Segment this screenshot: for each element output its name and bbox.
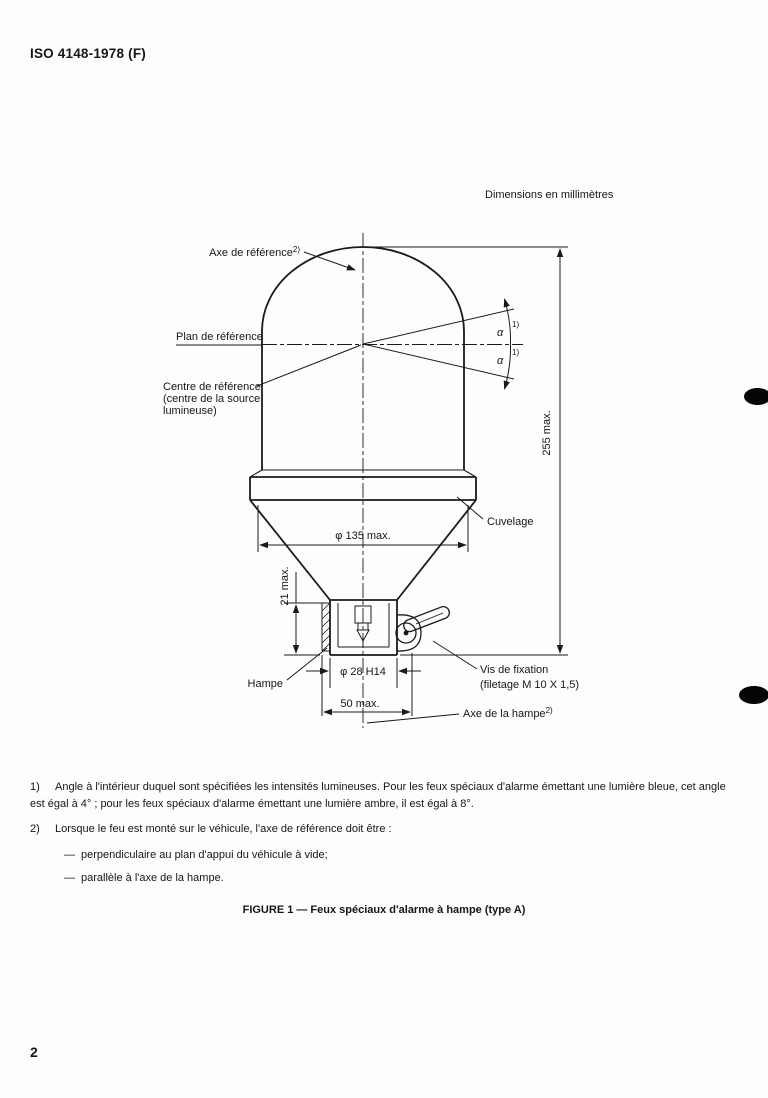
footnote-2-item-1: — perpendiculaire au plan d'appui du véhi… — [64, 847, 738, 864]
dome-outline — [261, 246, 465, 470]
dim-28-label: φ 28 H14 — [340, 666, 386, 678]
footnote-2-item-1-text: perpendiculaire au plan d'appui du véhic… — [81, 848, 328, 861]
diagram-labels: Axe de référence2) Plan de référence Cen… — [163, 245, 579, 720]
angle-lines — [362, 308, 515, 380]
screw-lever-line — [415, 612, 444, 625]
dim-21 — [284, 572, 328, 656]
footnotes: 1)Angle à l'intérieur duquel sont spécif… — [30, 779, 738, 887]
standard-reference: ISO 4148-1978 (F) — [30, 46, 146, 61]
dim-255 — [366, 246, 568, 656]
figure-1-technical-drawing: Axe de référence2) Plan de référence Cen… — [163, 233, 579, 728]
cone-skirt — [249, 499, 477, 601]
label-centre-reference-1: Centre de référence — [163, 381, 261, 393]
scan-artifact-dot — [744, 388, 768, 405]
dim-135 — [257, 505, 469, 552]
label-vis-fixation-1: Vis de fixation — [480, 664, 548, 676]
dim-50 — [321, 653, 413, 716]
leader-hampe — [286, 647, 328, 681]
footnote-2-text: Lorsque le feu est monté sur le véhicule… — [55, 823, 392, 835]
leader-lines — [256, 251, 484, 724]
dim-135-label: φ 135 max. — [335, 530, 390, 542]
label-hampe: Hampe — [248, 678, 283, 690]
screw-plate — [396, 614, 422, 652]
dash-bullet: — — [64, 848, 75, 861]
dim-28 — [306, 658, 421, 688]
label-centre-reference-2: (centre de la source — [163, 393, 260, 405]
screw-head — [395, 622, 417, 644]
dash-bullet: — — [64, 872, 75, 884]
footnote-2: 2) Lorsque le feu est monté sur le véhicu… — [30, 821, 738, 838]
footnote-2-item-2: — parallèle à l'axe de la hampe. — [64, 870, 738, 887]
angle-arc-upper — [503, 298, 512, 345]
label-vis-fixation-2: (filetage M 10 X 1,5) — [480, 679, 579, 691]
dim-21-label: 21 max. — [279, 566, 291, 605]
label-alpha-upper-ref: 1) — [512, 320, 519, 329]
screw-lever — [403, 606, 450, 633]
label-cuvelage: Cuvelage — [487, 516, 533, 528]
leader-axe-reference — [303, 251, 356, 271]
lamp-contact-detail — [354, 605, 372, 646]
leader-axe-hampe — [366, 713, 460, 724]
dim-50-label: 50 max. — [340, 698, 379, 710]
footnote-1-text: Angle à l'intérieur duquel sont spécifié… — [30, 781, 726, 810]
cuvelage-flange — [249, 476, 477, 501]
label-plan-reference: Plan de référence — [176, 331, 263, 343]
page-number: 2 — [30, 1044, 38, 1060]
label-axe-reference: Axe de référence2) — [209, 245, 300, 259]
label-alpha-upper: α — [497, 327, 504, 339]
screw-center — [403, 630, 409, 636]
leader-cuvelage — [456, 496, 484, 520]
label-alpha-lower: α — [497, 355, 504, 367]
footnote-1-number: 1) — [30, 781, 40, 793]
stem-inner-wall — [337, 603, 390, 648]
footnote-2-item-2-text: parallèle à l'axe de la hampe. — [81, 872, 224, 884]
hampe-hatching — [321, 602, 331, 652]
footnote-1: 1)Angle à l'intérieur duquel sont spécif… — [30, 779, 738, 812]
dome-flange-connectors — [249, 469, 477, 478]
scan-artifact-dot — [739, 686, 768, 704]
angle-arc-lower — [503, 343, 512, 390]
leader-vis-fixation — [432, 640, 478, 670]
dim-255-label: 255 max. — [541, 410, 553, 455]
label-alpha-lower-ref: 1) — [512, 348, 519, 357]
figure-caption: FIGURE 1 — Feux spéciaux d'alarme à hamp… — [242, 904, 526, 916]
dimensions-note: Dimensions en millimètres — [485, 189, 614, 201]
drawing-lines — [176, 233, 568, 728]
leader-centre-reference — [256, 344, 362, 387]
footnote-2-number: 2) — [30, 823, 40, 835]
label-axe-hampe: Axe de la hampe2) — [463, 706, 553, 720]
label-centre-reference-3: lumineuse) — [163, 405, 217, 417]
